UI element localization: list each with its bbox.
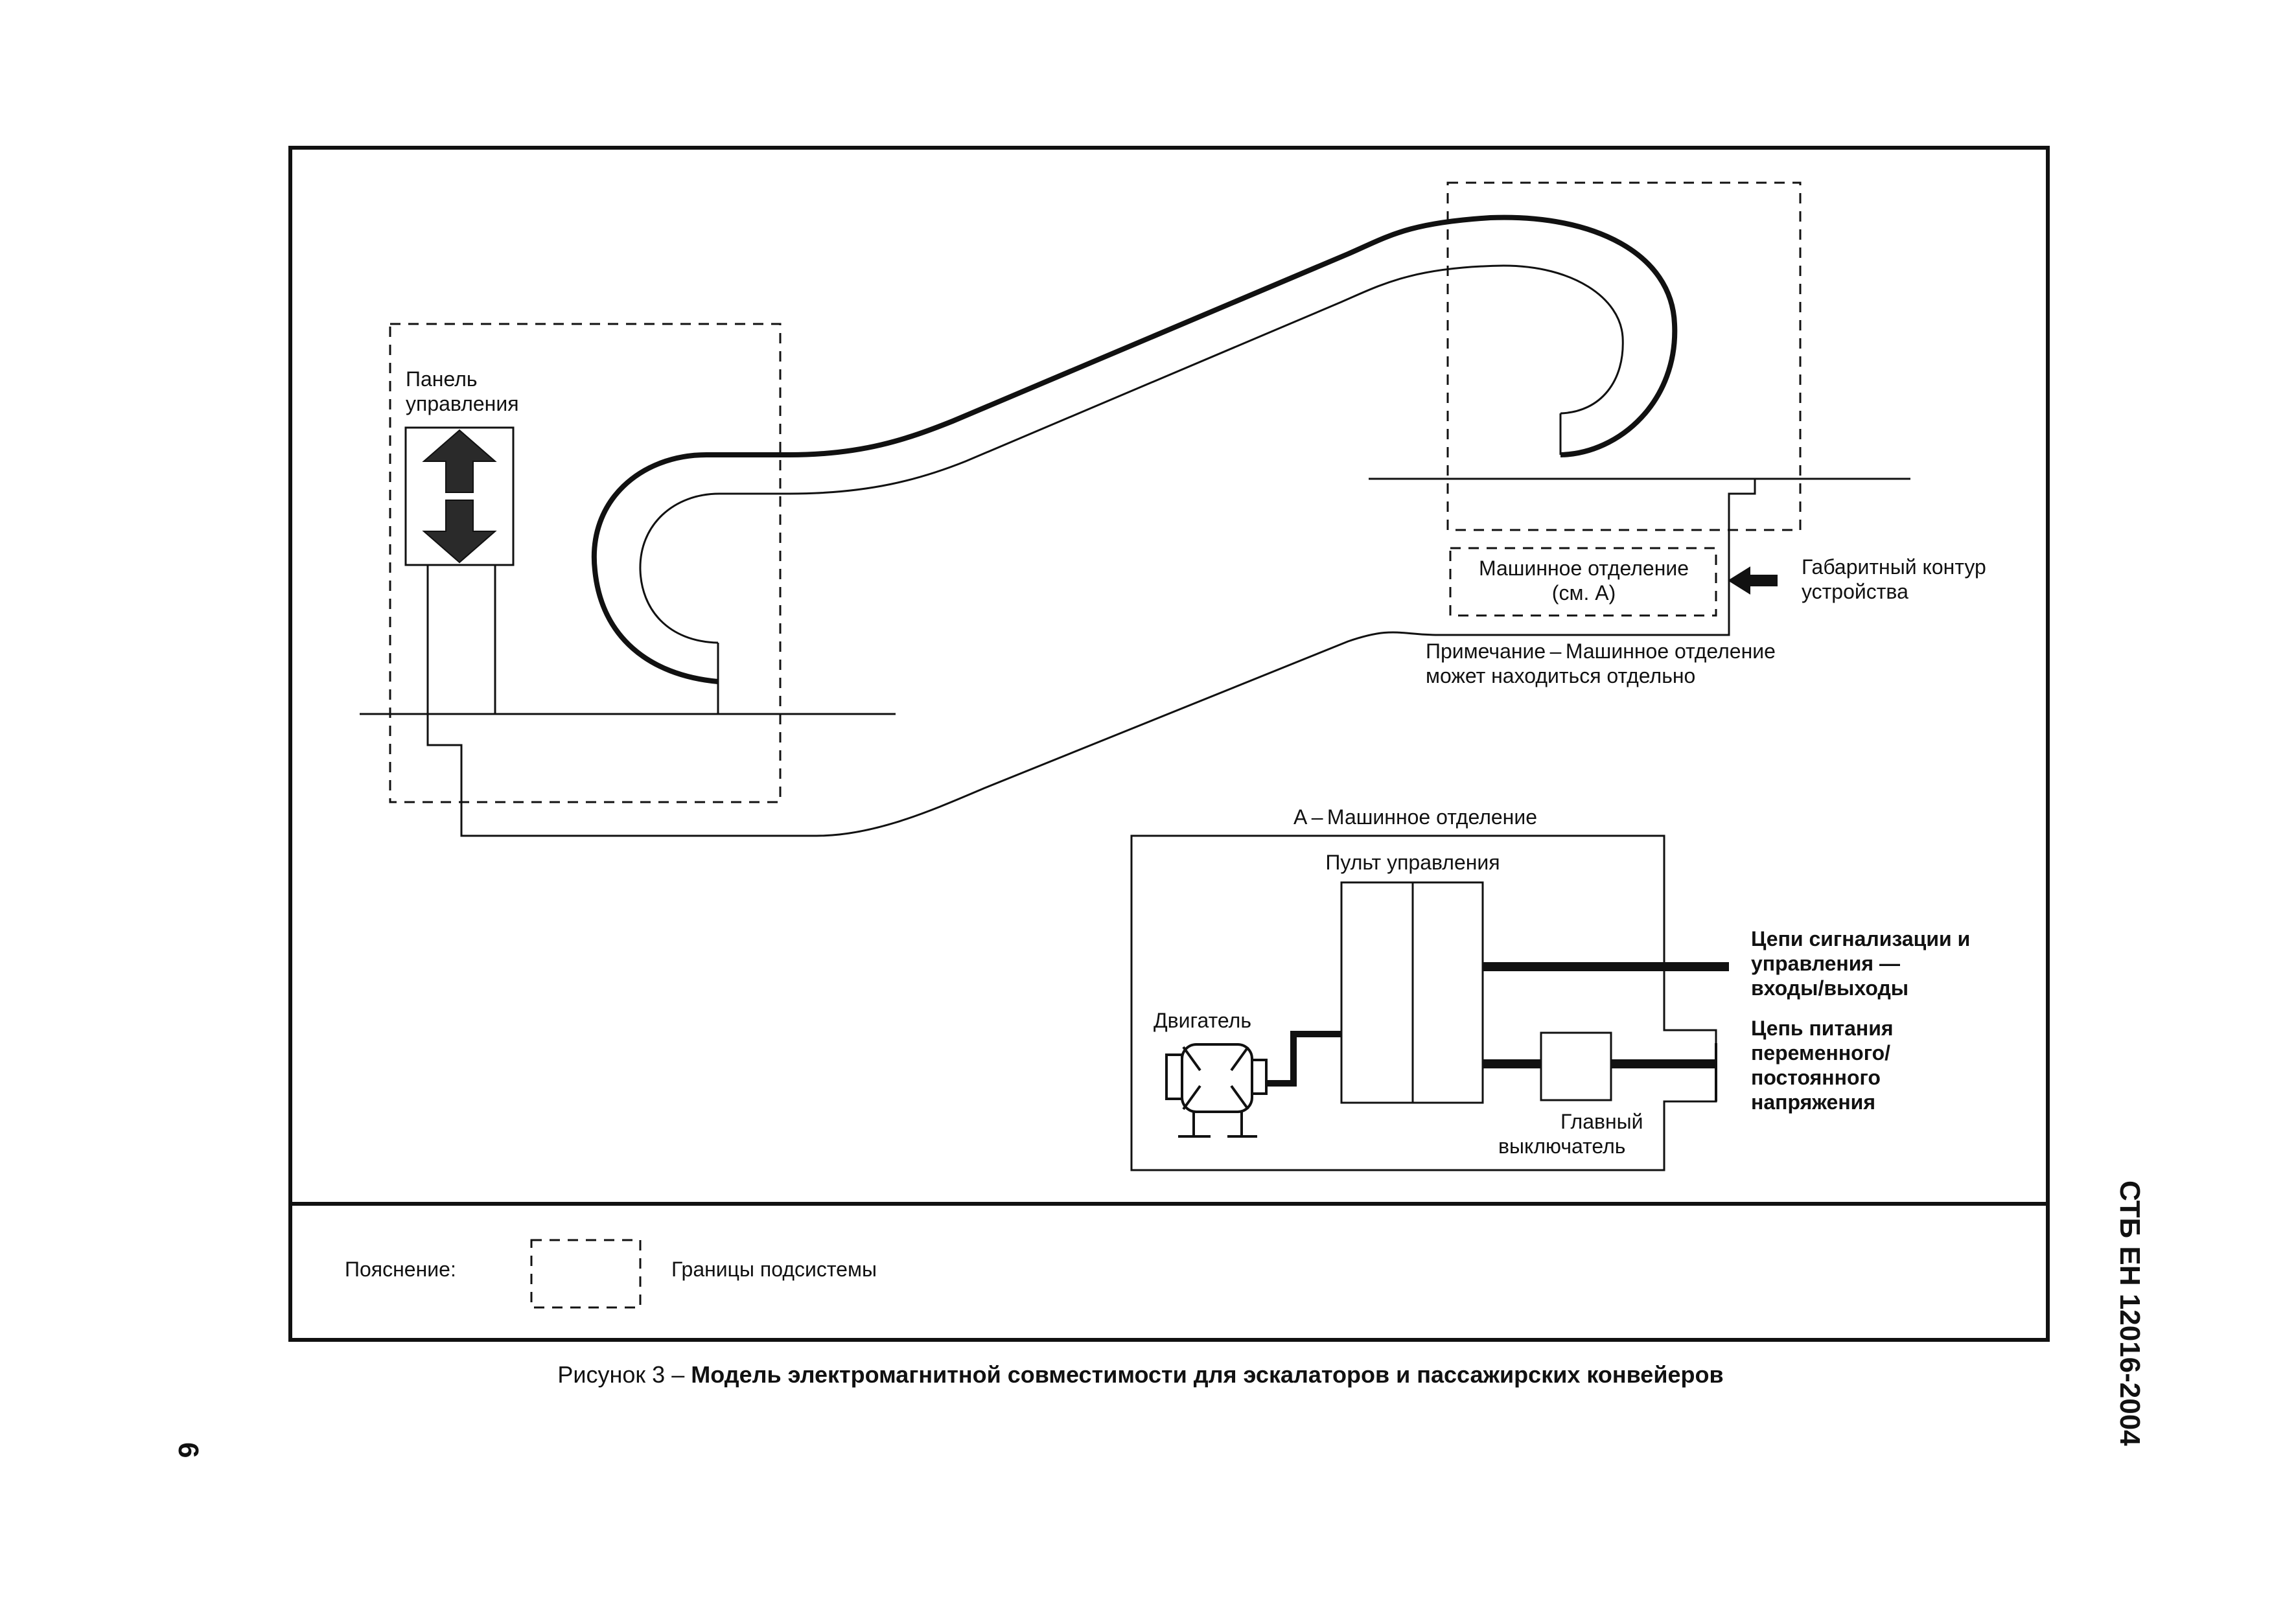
signal-label-2: управления — xyxy=(1751,952,1900,975)
note-label-1: Примечание – Машинное отделение xyxy=(1426,639,1776,663)
document-code: СТБ ЕН 12016-2004 xyxy=(2114,1180,2146,1446)
escalator-truss xyxy=(426,479,1756,837)
caption-prefix: Рисунок 3 – xyxy=(557,1361,691,1388)
control-console-label: Пульт управления xyxy=(1325,851,1500,874)
main-switch-label-1: Главный xyxy=(1560,1110,1643,1133)
figure-caption: Рисунок 3 – Модель электромагнитной совм… xyxy=(557,1361,1723,1388)
detail-title: А – Машинное отделение xyxy=(1293,805,1537,829)
escalator-drawing xyxy=(360,181,1910,837)
legend-dashed-swatch xyxy=(530,1239,642,1309)
outline-label-1: Габаритный контур xyxy=(1802,555,1986,579)
motor-label: Двигатель xyxy=(1154,1009,1251,1032)
power-label-2: переменного/ xyxy=(1751,1041,1890,1065)
down-arrow-icon xyxy=(422,500,497,564)
handrail-outer xyxy=(591,214,1678,684)
outline-label-2: устройства xyxy=(1802,580,1908,603)
signal-label-3: входы/выходы xyxy=(1751,976,1908,1000)
subsystem-boundary-lower xyxy=(389,323,782,803)
note-label-2: может находиться отдельно xyxy=(1426,664,1695,687)
outline-pointer-icon xyxy=(1728,566,1778,595)
power-label-4: напряжения xyxy=(1751,1090,1875,1114)
control-panel-label-1: Панель xyxy=(406,367,478,391)
main-switch-label-2: выключатель xyxy=(1498,1134,1625,1158)
subsystem-boundary-machine-room xyxy=(1449,547,1717,617)
page-number: 6 xyxy=(172,1442,204,1458)
machine-room-label-1: Машинное отделение xyxy=(1479,557,1689,580)
motor-cable xyxy=(1266,1031,1341,1087)
legend-item-label: Границы подсистемы xyxy=(671,1258,877,1281)
main-switch-box xyxy=(1540,1031,1612,1101)
control-panel-box xyxy=(404,426,515,566)
up-down-arrows-icon xyxy=(422,429,497,564)
up-arrow-icon xyxy=(422,429,497,493)
subsystem-boundary-upper xyxy=(1446,181,1802,531)
legend: Пояснение: Границы подсистемы xyxy=(345,1239,877,1309)
power-label-3: постоянного xyxy=(1751,1066,1881,1089)
caption-title: Модель электромагнитной совместимости дл… xyxy=(691,1361,1723,1388)
machine-room-detail: А – Машинное отделение Пульт управления … xyxy=(1130,805,1970,1171)
legend-title: Пояснение: xyxy=(345,1258,456,1281)
motor-icon xyxy=(1165,1043,1268,1138)
figure-frame xyxy=(288,146,2050,1342)
machine-room-label-2: (см. А) xyxy=(1552,581,1616,604)
handrail-inner xyxy=(639,264,1624,644)
power-label-1: Цепь питания xyxy=(1751,1017,1894,1040)
signal-label-1: Цепи сигнализации и xyxy=(1751,927,1970,950)
control-panel-label-2: управления xyxy=(406,392,519,415)
